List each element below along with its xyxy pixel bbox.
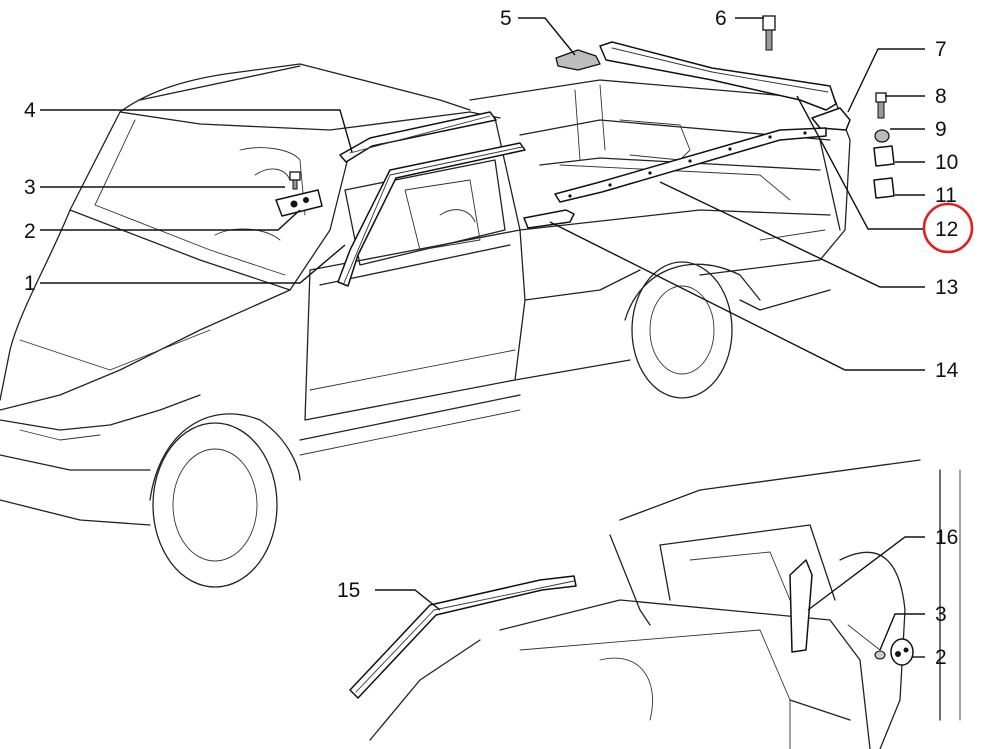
clip-part-11 xyxy=(873,177,895,199)
door-seal-part-1 xyxy=(337,142,526,287)
highlight-circle xyxy=(922,202,974,254)
bolt-part-6 xyxy=(762,15,776,51)
pickup-truck-illustration xyxy=(0,63,851,588)
upper-rail xyxy=(599,41,837,111)
bracket-part-2-inset xyxy=(890,638,914,666)
bracket-part-7 xyxy=(811,107,851,131)
callout-13: 13 xyxy=(935,276,958,299)
callout-16: 16 xyxy=(935,526,958,549)
callout-3-inset: 3 xyxy=(935,603,947,626)
bracket-part-2 xyxy=(275,189,323,217)
callout-11: 11 xyxy=(935,184,957,207)
inset-rear-view xyxy=(349,459,961,749)
pillar-trim-part-16 xyxy=(789,559,813,653)
bed-rail-part-13 xyxy=(554,127,827,203)
callout-12: 12 xyxy=(935,218,958,241)
end-cap-part-14 xyxy=(523,209,575,229)
bolt-part-3 xyxy=(289,171,301,190)
callout-2: 2 xyxy=(24,220,36,243)
parts-main-view xyxy=(275,15,895,287)
callout-9: 9 xyxy=(935,118,947,141)
callout-14: 14 xyxy=(935,359,959,382)
nut-part-9 xyxy=(874,129,890,143)
callout-labels: 1 2 3 4 5 6 7 8 9 10 11 12 13 14 15 16 3… xyxy=(24,7,959,669)
callout-10: 10 xyxy=(935,151,958,174)
callout-5: 5 xyxy=(500,7,512,30)
screw-part-8 xyxy=(875,92,887,119)
leader-lines xyxy=(40,17,925,658)
callout-4: 4 xyxy=(24,99,36,122)
callout-2-inset: 2 xyxy=(935,646,947,669)
callout-3: 3 xyxy=(24,176,36,199)
callout-1: 1 xyxy=(24,272,36,295)
clip-part-5 xyxy=(555,49,601,71)
clip-part-10 xyxy=(873,145,895,167)
callout-8: 8 xyxy=(935,85,947,108)
callout-6: 6 xyxy=(715,7,727,30)
callout-7: 7 xyxy=(935,38,947,61)
bolt-part-3-inset xyxy=(874,650,886,660)
callout-15: 15 xyxy=(337,579,360,602)
windshield-seal-part-15 xyxy=(349,575,577,699)
